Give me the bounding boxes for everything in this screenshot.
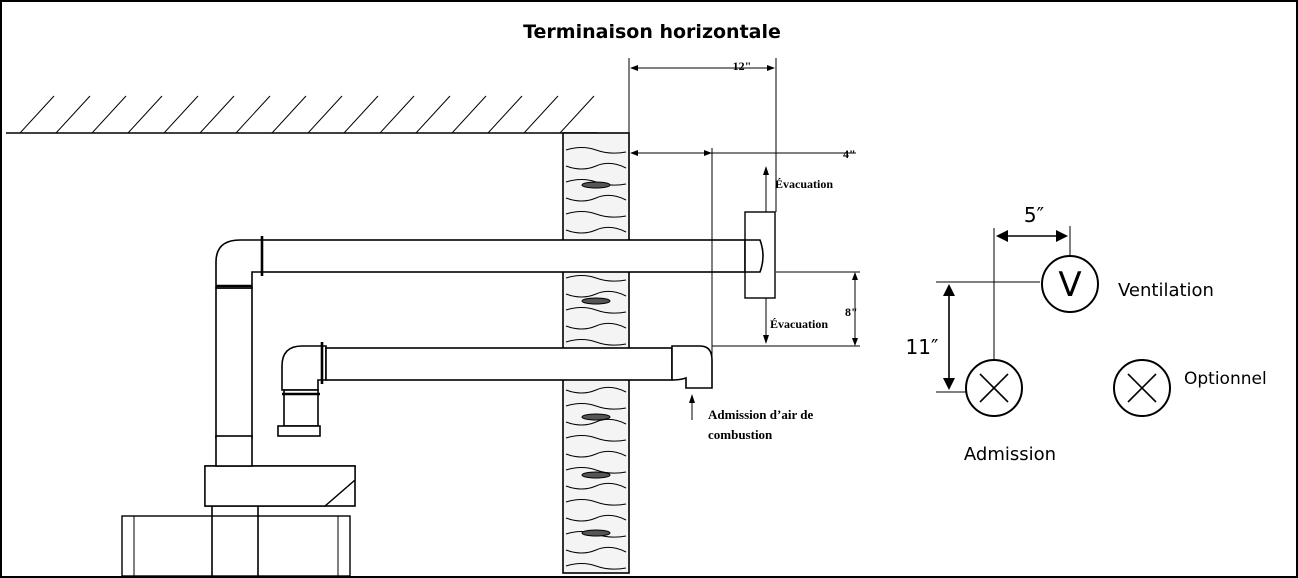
intake-label-line2: combustion bbox=[708, 427, 773, 442]
dim-12-label: 12" bbox=[733, 59, 752, 73]
dim-5-label: 5″ bbox=[1024, 203, 1044, 227]
right-diagram bbox=[936, 226, 1171, 417]
dim-8-label: 8" bbox=[845, 305, 858, 319]
vent-label: Ventilation bbox=[1118, 280, 1214, 301]
exhaust-label-lower: Évacuation bbox=[770, 317, 828, 331]
intake-pipe bbox=[277, 342, 713, 437]
exhaust-pipe bbox=[215, 211, 776, 467]
appliance bbox=[121, 465, 356, 577]
ceiling bbox=[6, 95, 598, 134]
intake-label: Admission bbox=[964, 444, 1056, 465]
optional-label: Optionnel bbox=[1184, 369, 1267, 389]
exhaust-label-upper: Évacuation bbox=[775, 177, 833, 191]
dim-11-label: 11″ bbox=[906, 335, 939, 359]
vent-symbol: V bbox=[1058, 265, 1081, 305]
diagram-title: Terminaison horizontale bbox=[523, 21, 781, 43]
dimension-lines bbox=[628, 58, 860, 420]
intake-label-line1: Admission d’air de bbox=[708, 407, 813, 422]
dim-4-label: 4" bbox=[843, 147, 856, 161]
